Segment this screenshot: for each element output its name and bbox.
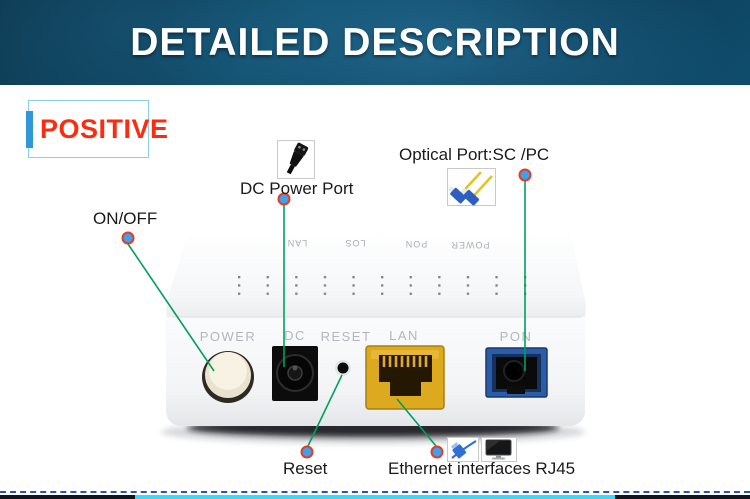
- marker-ethernet: [430, 445, 444, 459]
- port-label-lan: LAN: [389, 328, 419, 343]
- page-title: DETAILED DESCRIPTION: [130, 20, 620, 64]
- port-label-dc: DC: [284, 328, 306, 343]
- marker-dc: [277, 192, 291, 206]
- marker-reset: [300, 445, 314, 459]
- port-label-pon: PON: [500, 329, 533, 344]
- fiber-sc-connectors-icon: [447, 168, 496, 206]
- callout-lines: [127, 181, 526, 447]
- bottom-dashed-divider: [0, 491, 750, 493]
- vent-holes: [238, 275, 530, 297]
- monitor-icon: [481, 437, 517, 462]
- lan-port: [365, 345, 445, 410]
- marker-optical: [518, 168, 532, 182]
- bottom-cyan-bar: [135, 495, 615, 499]
- dc-power-jack: [272, 346, 318, 401]
- port-label-power: POWER: [200, 329, 257, 344]
- top-led-label-los: LOS: [344, 238, 365, 248]
- line-lan-to-label: [396, 398, 437, 447]
- device-top-face: [166, 231, 586, 317]
- dc-plug-icon: [277, 140, 315, 179]
- section-label: POSITIVE: [40, 113, 169, 144]
- onu-device: LAN LOS PON POWER POWER DC RESET LAN PON: [166, 231, 586, 426]
- rj45-connector-icon: [447, 437, 479, 462]
- section-accent-bar: [26, 111, 33, 148]
- callout-ethernet-label: Ethernet interfaces RJ45: [388, 459, 576, 478]
- callout-onoff-label: ON/OFF: [93, 209, 158, 228]
- power-button: [202, 351, 254, 403]
- callout-dc-power-label: DC Power Port: [240, 179, 354, 198]
- callout-markers: [121, 168, 532, 459]
- reset-hole: [335, 360, 351, 376]
- callout-optical-label: Optical Port:SC /PC: [399, 145, 550, 164]
- top-led-label-lan: LAN: [287, 238, 308, 248]
- header-banner: DETAILED DESCRIPTION: [0, 0, 750, 85]
- port-label-reset: RESET: [321, 329, 372, 344]
- callout-reset-label: Reset: [283, 459, 328, 478]
- line-onoff-to-power: [127, 243, 215, 372]
- top-led-label-power: POWER: [450, 240, 489, 250]
- line-reset-hole-to-label: [307, 374, 343, 447]
- marker-onoff: [121, 231, 135, 245]
- pon-port: [485, 347, 548, 398]
- top-led-label-pon: PON: [405, 239, 428, 249]
